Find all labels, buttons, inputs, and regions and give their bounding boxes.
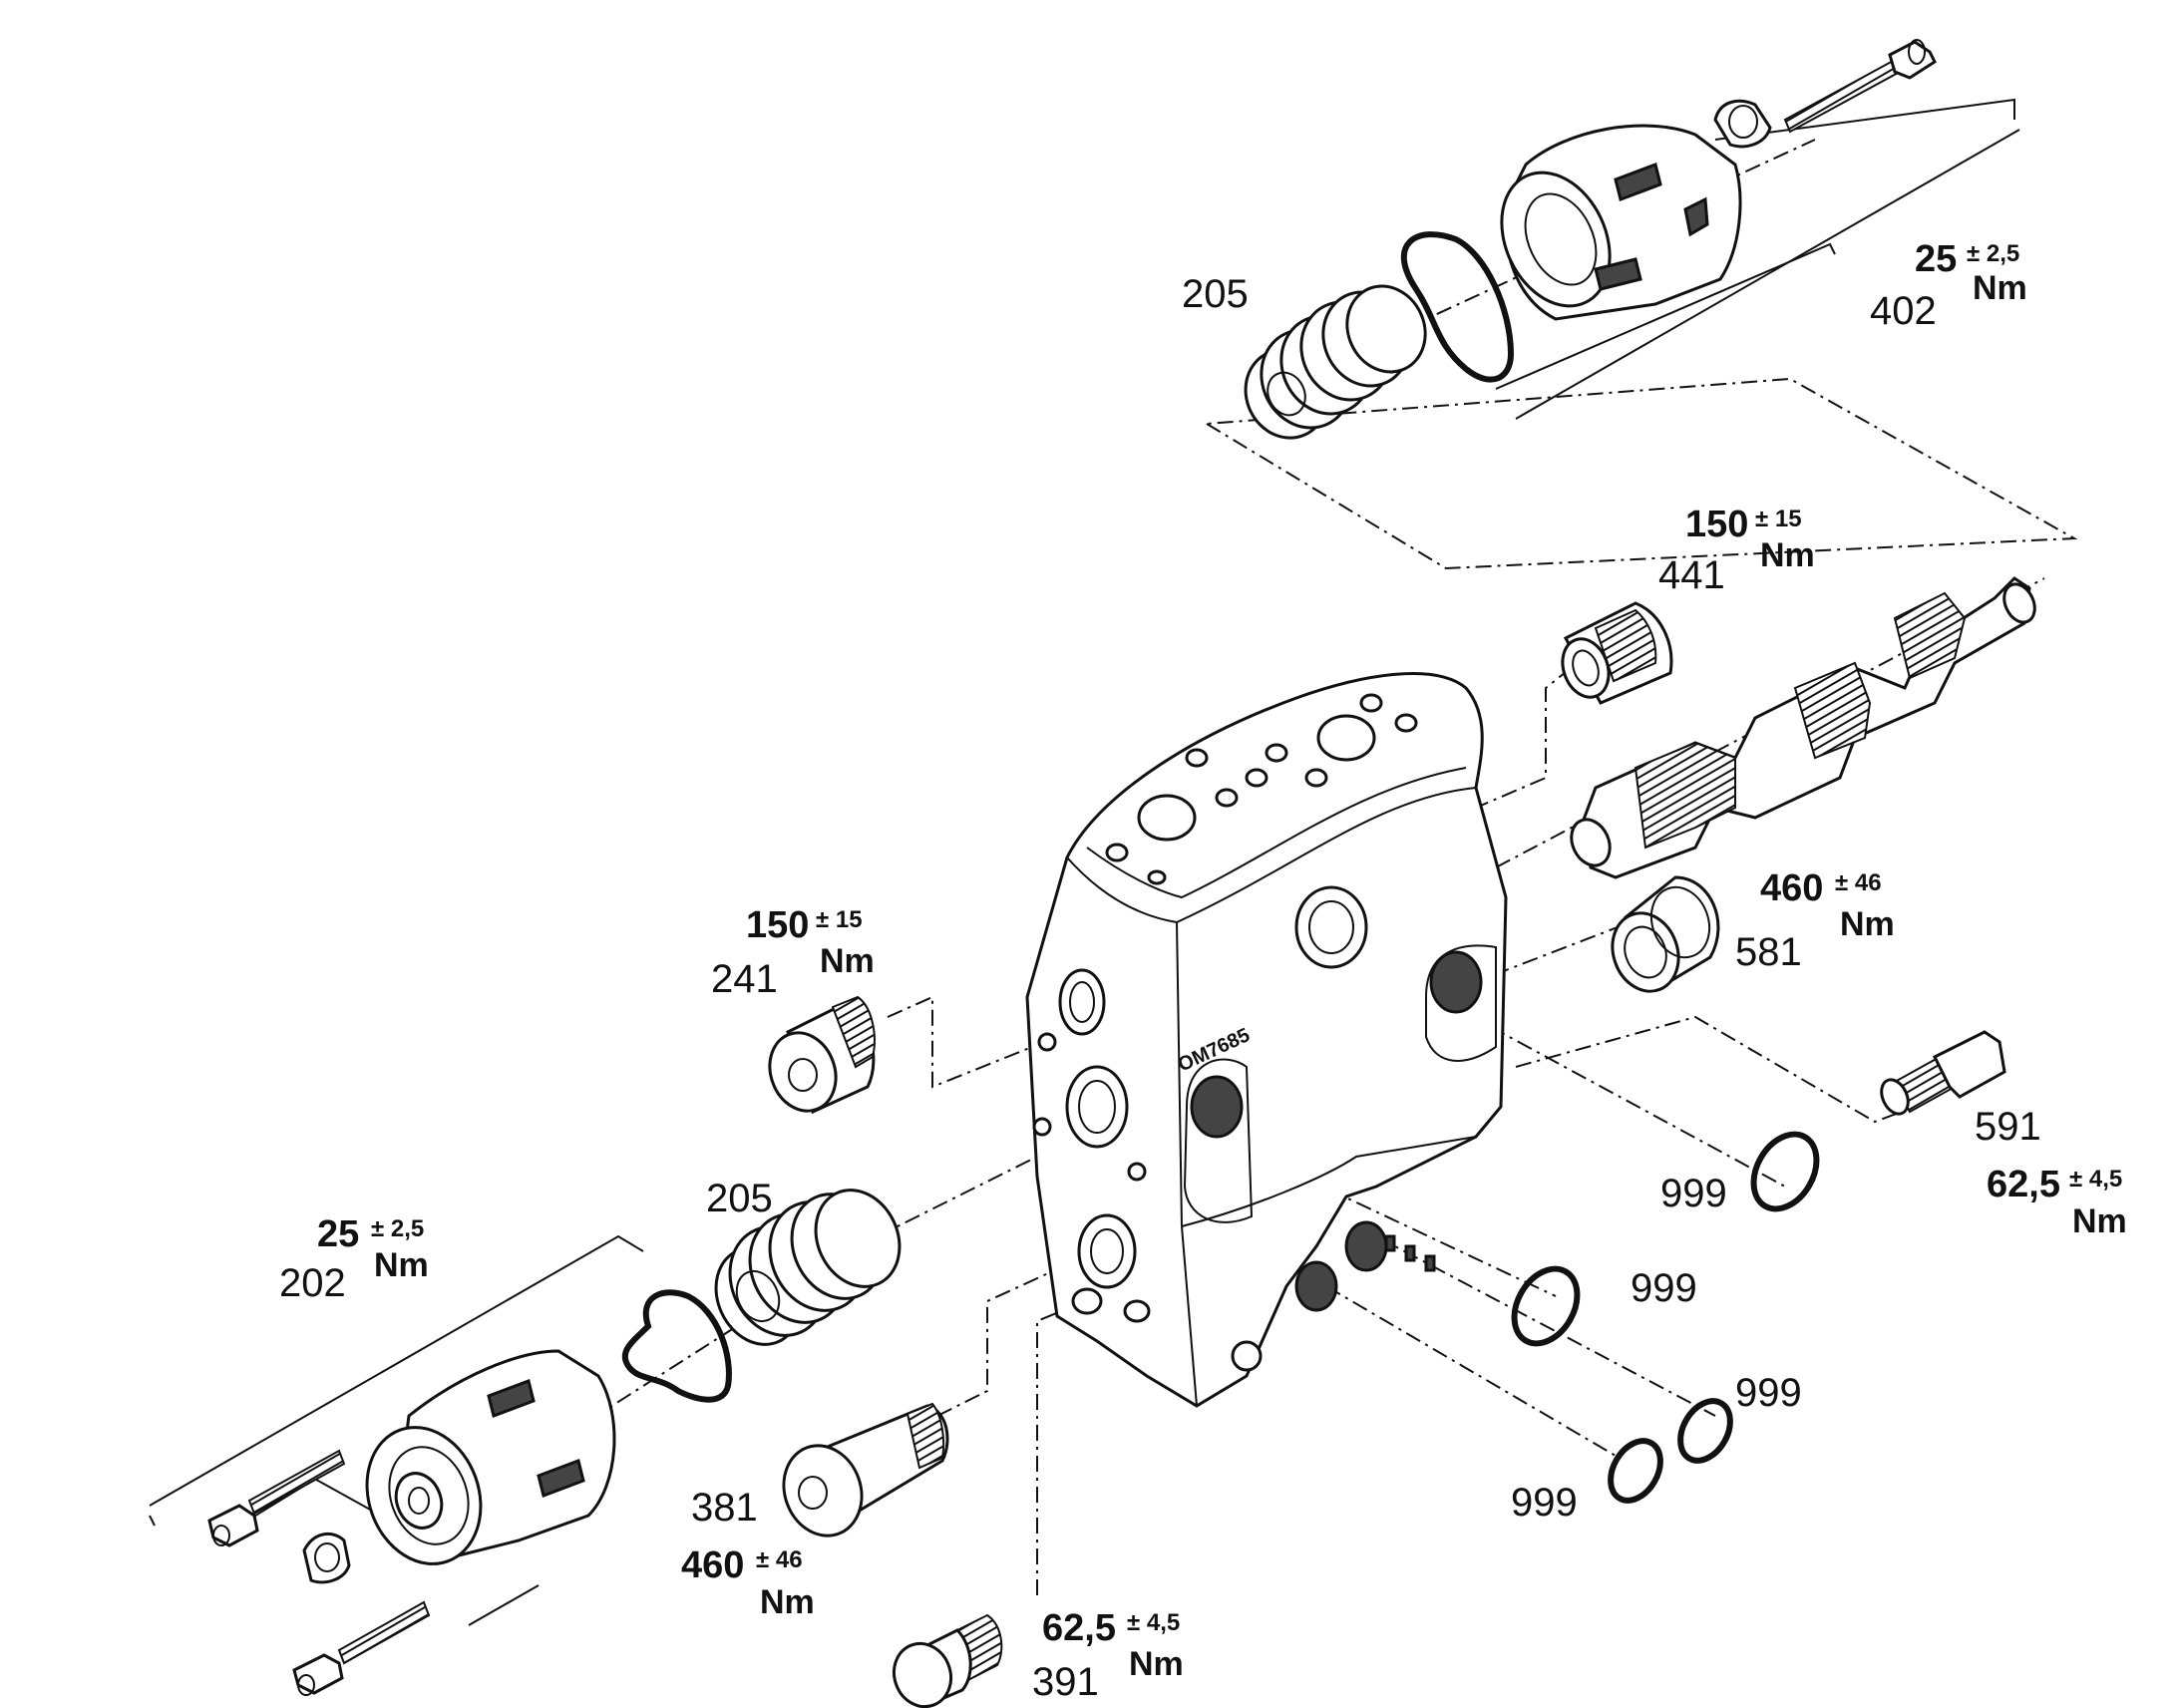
spool xyxy=(1570,576,2036,879)
torque-241-unit: Nm xyxy=(820,942,875,980)
torque-591-tol: ± 4,5 xyxy=(2069,1166,2122,1193)
valve-591 xyxy=(1880,1030,2006,1116)
plug-241 xyxy=(768,995,876,1115)
plug-581 xyxy=(1611,875,1720,993)
torque-402-unit: Nm xyxy=(1973,269,2027,307)
plug-441 xyxy=(1561,601,1673,705)
torque-381: 460 xyxy=(681,1544,744,1586)
torque-581-tol: ± 46 xyxy=(1835,869,1882,896)
nut-bottom xyxy=(302,1532,351,1584)
bolt-bottom-2 xyxy=(292,1600,431,1696)
o-ring-999-4 xyxy=(1608,1438,1663,1504)
o-ring-bottom xyxy=(621,1289,732,1403)
o-ring-999-1 xyxy=(1750,1131,1820,1212)
label-999-2: 999 xyxy=(1631,1266,1697,1310)
torque-381-tol: ± 46 xyxy=(756,1546,803,1573)
label-241: 241 xyxy=(711,957,778,1001)
torque-391: 62,5 xyxy=(1042,1607,1116,1649)
solenoid-cap-bottom xyxy=(365,1349,616,1565)
valve-body xyxy=(1025,672,1508,1408)
torque-581-unit: Nm xyxy=(1840,905,1895,943)
nut-top xyxy=(1713,99,1772,149)
o-ring-999-2 xyxy=(1511,1265,1581,1347)
torque-202: 25 xyxy=(317,1213,359,1255)
torque-381-unit: Nm xyxy=(760,1583,815,1621)
torque-581: 460 xyxy=(1760,867,1823,909)
label-441: 441 xyxy=(1658,553,1725,597)
torque-241-tol: ± 15 xyxy=(816,906,863,933)
spring-top xyxy=(1244,284,1427,440)
torque-241: 150 xyxy=(746,904,809,946)
label-999-1: 999 xyxy=(1660,1172,1727,1215)
torque-441: 150 xyxy=(1685,504,1748,545)
torque-391-tol: ± 4,5 xyxy=(1127,1609,1180,1636)
label-381: 381 xyxy=(691,1486,758,1530)
torque-391-unit: Nm xyxy=(1129,1645,1184,1683)
o-ring-top xyxy=(1400,231,1515,383)
label-205-top: 205 xyxy=(1182,272,1249,316)
torque-591: 62,5 xyxy=(1987,1164,2060,1205)
label-205-bottom: 205 xyxy=(706,1177,773,1220)
torque-402: 25 xyxy=(1915,238,1957,280)
torque-441-tol: ± 15 xyxy=(1755,506,1802,532)
torque-202-tol: ± 2,5 xyxy=(371,1215,424,1242)
label-202: 202 xyxy=(279,1261,346,1305)
solenoid-cap-top xyxy=(1500,124,1742,321)
bolt-top xyxy=(1783,39,1937,134)
torque-202-unit: Nm xyxy=(374,1246,429,1284)
labels: 205 402 25 ± 2,5 Nm 150 ± 15 Nm 441 460 … xyxy=(279,238,2127,1704)
label-402: 402 xyxy=(1870,289,1937,333)
bolt-bottom-1 xyxy=(207,1449,346,1547)
plug-381 xyxy=(782,1402,949,1537)
torque-591-unit: Nm xyxy=(2072,1202,2127,1240)
o-ring-999-3 xyxy=(1677,1398,1733,1464)
label-999-4: 999 xyxy=(1511,1481,1578,1525)
torque-402-tol: ± 2,5 xyxy=(1967,240,2019,267)
valve-391 xyxy=(893,1613,1003,1708)
spring-bottom xyxy=(714,1189,902,1346)
label-999-3: 999 xyxy=(1735,1371,1802,1415)
label-581: 581 xyxy=(1735,930,1802,974)
label-391: 391 xyxy=(1032,1660,1099,1704)
label-591: 591 xyxy=(1975,1105,2041,1149)
torque-441-unit: Nm xyxy=(1760,536,1815,574)
